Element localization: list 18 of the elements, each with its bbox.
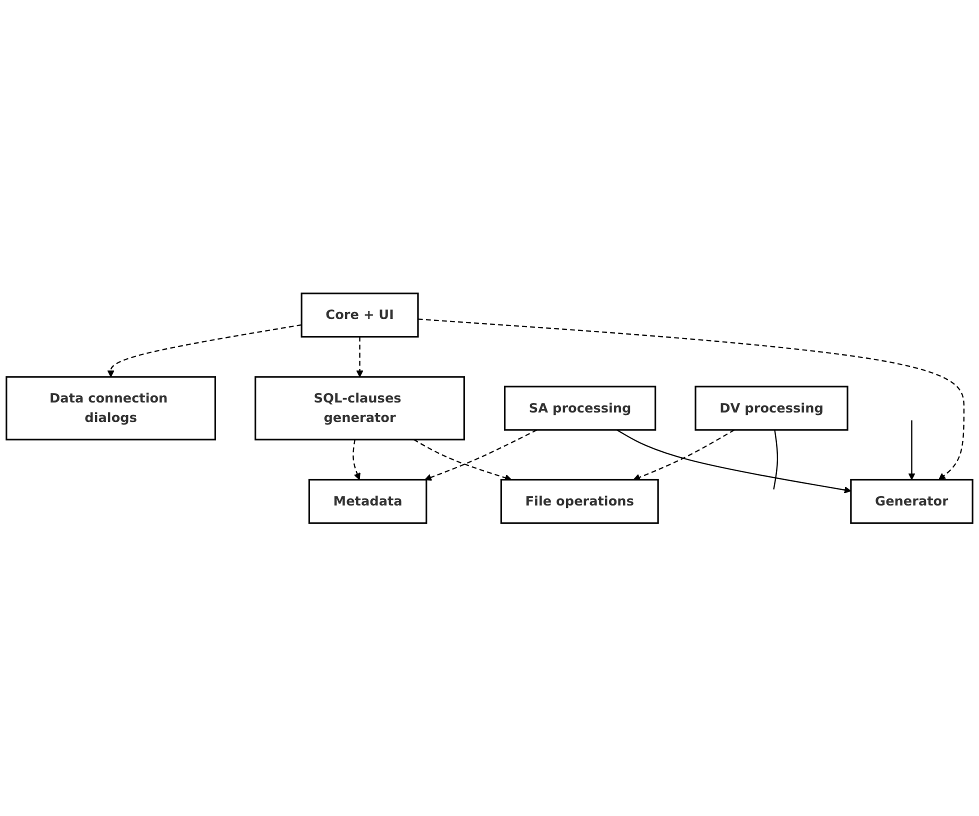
node-box: Generator: [850, 478, 974, 524]
arrow: [633, 429, 735, 480]
node-box: Data connection dialogs: [6, 376, 216, 440]
arrow: [107, 324, 302, 377]
arrow: [352, 439, 360, 480]
node-box: SQL-clauses generator: [254, 376, 465, 440]
arrow: [616, 429, 852, 494]
connector: [773, 430, 778, 490]
node-box: Metadata: [308, 478, 428, 524]
node-box: Core + UI: [300, 292, 419, 338]
arrow: [356, 336, 364, 377]
node-box: File operations: [500, 478, 659, 524]
arrow: [908, 420, 916, 480]
node-box: DV processing: [694, 386, 848, 430]
arrow: [413, 438, 512, 481]
arrow: [424, 429, 538, 480]
arrow: [418, 318, 965, 480]
node-box: SA processing: [504, 386, 656, 430]
